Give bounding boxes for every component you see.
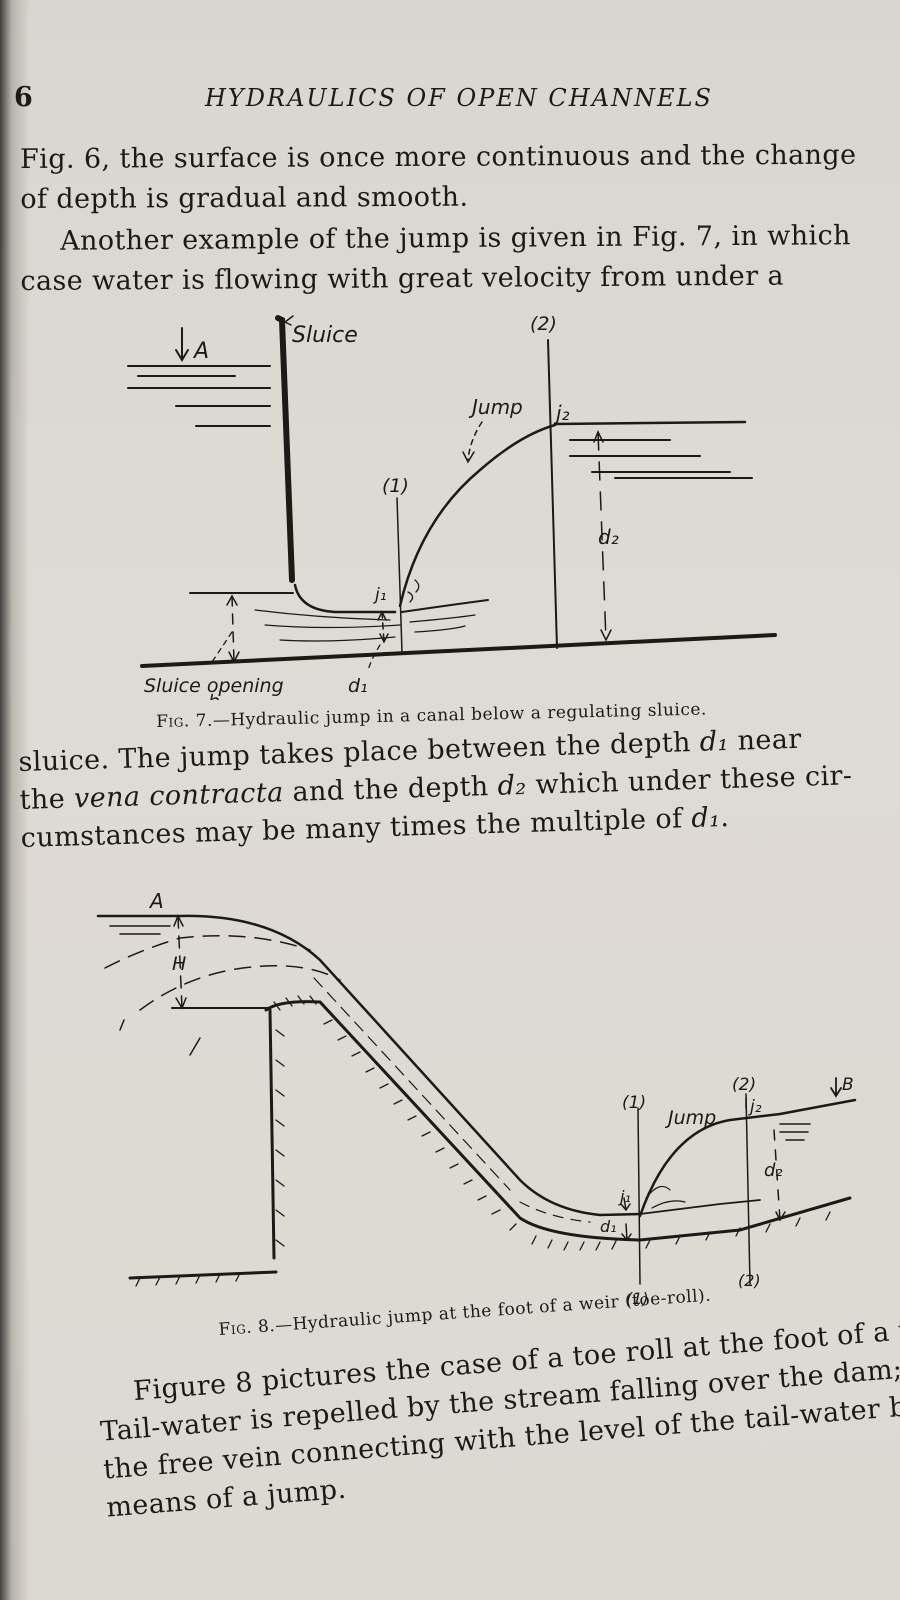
- figure-7-label-sluice-opening: Sluice opening: [144, 675, 284, 697]
- jump-surface-curve-fig8: [638, 1098, 857, 1218]
- section-1-line: [396, 497, 403, 653]
- paragraph-1-line-1: Fig. 6, the surface is once more continu…: [20, 139, 857, 175]
- section-2-line: [547, 339, 558, 649]
- paragraph-3-line-1-end: near: [728, 723, 803, 757]
- weir-hatching: [135, 995, 831, 1287]
- paragraph-3-line-2-end: which under these cir-: [526, 760, 853, 801]
- term-vena-contracta: vena contracta: [73, 777, 285, 815]
- paragraph-3-line-2-start: the: [19, 783, 75, 816]
- paragraph-4: Figure 8 pictures the case of a toe roll…: [96, 1308, 900, 1528]
- figure-8-caption-label: Fig.: [218, 1317, 253, 1340]
- figure-8-label-section-2-top: (2): [732, 1075, 756, 1095]
- page-edge-shadow: [0, 0, 30, 1600]
- jump-surface-curve: [398, 423, 557, 608]
- weir-upstream-face: [268, 1008, 276, 1260]
- figure-7-label-section-2: (2): [530, 313, 557, 335]
- figure-8-label-a: A: [148, 889, 164, 913]
- figure-7-label-j1: j₁: [373, 585, 387, 605]
- figure-8-diagram: A H (1) (2) B Jump j₂ d₂ j₁ d₁ (1) (2): [96, 889, 857, 1308]
- figure-8-label-j2: j₂: [748, 1097, 762, 1117]
- figure-7-label-d1: d₁: [348, 675, 368, 697]
- paragraph-3-line-2-mid: and the depth: [283, 770, 499, 809]
- page-number: 6: [14, 82, 33, 113]
- figure-8-label-section-1-top: (1): [622, 1093, 646, 1113]
- figure-7-caption-label: Fig.: [156, 711, 190, 732]
- figure-7-label-jump: Jump: [468, 395, 523, 419]
- weir-surface: [264, 1000, 642, 1242]
- symbol-d2: d₂: [497, 769, 527, 802]
- paragraph-2-line-1: Another example of the jump is given in …: [20, 216, 851, 262]
- section-2-line-fig8: [745, 1093, 751, 1285]
- paragraph-2-line-2: case water is flowing with great velocit…: [20, 260, 785, 297]
- figure-8-label-jump: Jump: [664, 1107, 716, 1129]
- arrow-a-icon: [175, 327, 189, 362]
- symbol-d1-repeat: d₁: [690, 802, 721, 835]
- figure-8-label-j1: j₁: [618, 1187, 631, 1206]
- paragraph-2-line-1-text: Another example of the jump is given in …: [60, 220, 851, 257]
- running-head: HYDRAULICS OF OPEN CHANNELS: [205, 84, 713, 112]
- nappe-upper-surface: [96, 914, 642, 1217]
- figure-8-label-section-2-bottom: (2): [738, 1271, 761, 1290]
- paragraph-3-line-3-end: .: [719, 801, 730, 834]
- paragraph-1-line-2: of depth is gradual and smooth.: [20, 181, 469, 215]
- figure-8-label-h: H: [172, 953, 186, 975]
- paragraph-3: sluice. The jump takes place between the…: [18, 719, 854, 858]
- paragraph-1: Fig. 6, the surface is once more continu…: [20, 136, 857, 220]
- sluice-gate: [275, 315, 295, 583]
- symbol-d1: d₁: [699, 725, 730, 758]
- figure-8-label-b: B: [842, 1075, 854, 1095]
- figure-7-label-d2: d₂: [598, 525, 619, 549]
- paragraph-2: Another example of the jump is given in …: [20, 216, 851, 302]
- channel-bottom: [140, 633, 777, 668]
- figure-7-diagram: A Sluice (2) Jump j₂ (1) d₂ j₁ Sluice op…: [127, 313, 777, 700]
- figure-7-label-section-1: (1): [382, 475, 409, 497]
- figure-7-label-h: h: [208, 691, 220, 700]
- figure-8-label-section-1-bottom: (1): [626, 1289, 649, 1308]
- figure-7-label-a: A: [192, 339, 209, 364]
- section-1-line-fig8: [637, 1107, 641, 1285]
- figure-8-label-d1: d₁: [600, 1217, 617, 1236]
- figure-8-label-d2: d₂: [764, 1160, 783, 1181]
- figure-7-label-j2: j₂: [553, 401, 570, 425]
- arrow-b-icon: [830, 1077, 842, 1098]
- figure-7-label-sluice: Sluice: [292, 323, 358, 348]
